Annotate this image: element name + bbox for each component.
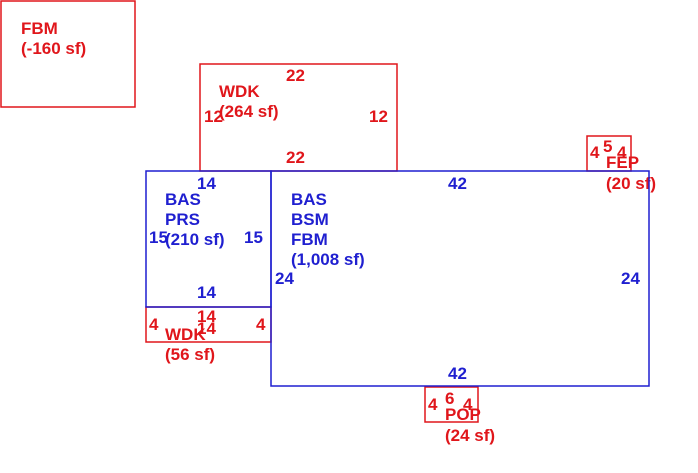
wdk-small-label-1: WDK (165, 325, 206, 344)
bas-main-label-3: FBM (291, 230, 328, 249)
bas-prs-label-1: BAS (165, 190, 201, 209)
bas-main-dim-left: 24 (275, 269, 294, 288)
wdk-top-dim-top: 22 (286, 66, 305, 85)
fep-dim-top: 5 (603, 137, 612, 156)
wdk-top-label-1: WDK (219, 82, 260, 101)
pop-dim-left: 4 (428, 395, 438, 414)
wdk-small-dim-right: 4 (256, 315, 266, 334)
pop-label-2: (24 sf) (445, 426, 495, 445)
wdk-small-dim-top: 14 (197, 307, 216, 326)
bas-main-label-1: BAS (291, 190, 327, 209)
bas-main-label-4: (1,008 sf) (291, 250, 365, 269)
bas-main-dim-top: 42 (448, 174, 467, 193)
area-fbm-negative[interactable]: FBM (-160 sf) (0, 0, 136, 108)
area-bas-prs[interactable]: BAS PRS (210 sf) 14 14 15 15 (145, 170, 272, 308)
bas-prs-dim-top: 14 (197, 174, 216, 193)
area-fep[interactable]: FEP (20 sf) 5 4 4 (586, 135, 656, 193)
wdk-small-label-2: (56 sf) (165, 345, 215, 364)
bas-prs-dim-right: 15 (244, 228, 263, 247)
bas-main-outline (270, 170, 650, 387)
fbm-negative-label-2: (-160 sf) (21, 39, 86, 58)
area-wdk-top[interactable]: WDK (264 sf) 22 22 12 12 (199, 63, 398, 172)
wdk-top-dim-left: 12 (204, 107, 223, 126)
fep-dim-left: 4 (590, 143, 600, 162)
wdk-top-dim-bottom: 22 (286, 148, 305, 167)
bas-prs-label-2: PRS (165, 210, 200, 229)
bas-prs-dim-bottom: 14 (197, 283, 216, 302)
wdk-small-dim-bottom: 14 (197, 319, 216, 338)
fep-label-2: (20 sf) (606, 174, 656, 193)
fbm-negative-label-1: FBM (21, 19, 58, 38)
fep-dim-right: 4 (617, 143, 627, 162)
fbm-negative-outline (0, 0, 136, 108)
bas-main-dim-right: 24 (621, 269, 640, 288)
pop-dim-right: 4 (463, 395, 473, 414)
fep-label-1: FEP (606, 153, 639, 172)
area-bas-main[interactable]: BAS BSM FBM (1,008 sf) 42 42 24 24 (270, 170, 650, 387)
pop-dim-top: 6 (445, 389, 454, 408)
pop-outline (424, 386, 479, 423)
bas-main-dim-bottom: 42 (448, 364, 467, 383)
wdk-small-dim-left: 4 (149, 315, 159, 334)
wdk-top-label-2: (264 sf) (219, 102, 279, 121)
pop-label-1: POP (445, 405, 481, 424)
bas-main-label-2: BSM (291, 210, 329, 229)
area-pop[interactable]: POP (24 sf) 6 4 4 (424, 386, 495, 445)
area-wdk-small[interactable]: WDK (56 sf) 14 14 4 4 (145, 306, 272, 364)
bas-prs-label-3: (210 sf) (165, 230, 225, 249)
wdk-top-dim-right: 12 (369, 107, 388, 126)
bas-prs-dim-left: 15 (149, 228, 168, 247)
